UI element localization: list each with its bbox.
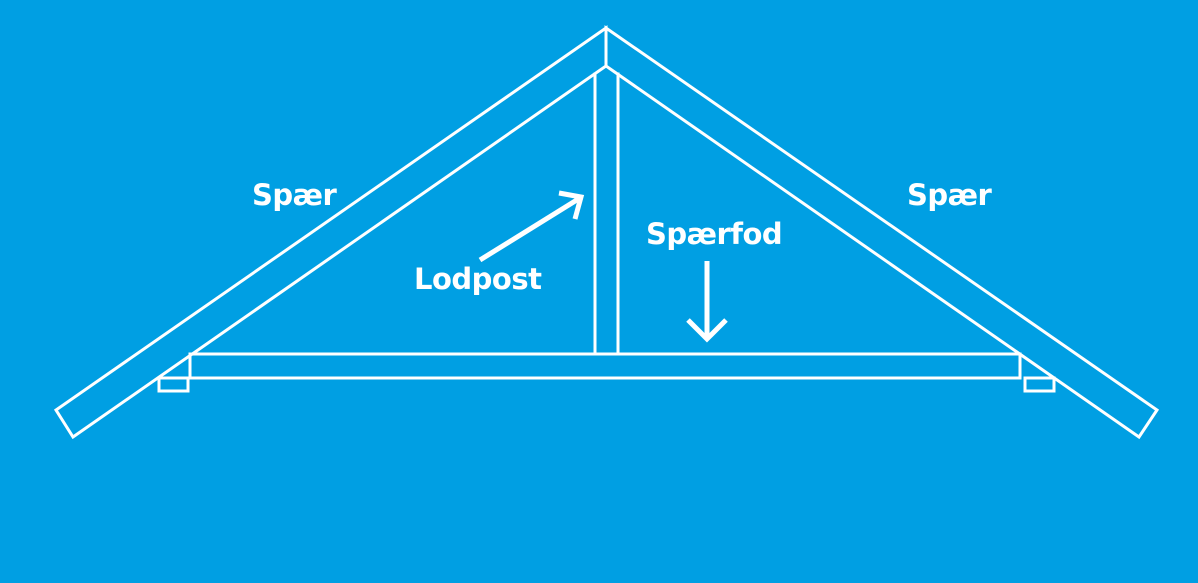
right-wall-plate	[1023, 376, 1056, 393]
tie-beam-label: Spærfod	[646, 217, 783, 251]
tie-beam	[188, 352, 1022, 380]
left-wall-plate	[157, 376, 190, 393]
rafter-right-label: Spær	[907, 178, 992, 212]
rafter-left-label: Spær	[252, 178, 337, 212]
king-post-arrow	[478, 190, 585, 263]
king-post-label: Lodpost	[414, 262, 542, 296]
tie-beam-arrow	[686, 261, 728, 343]
right-rafter	[604, 25, 1160, 440]
